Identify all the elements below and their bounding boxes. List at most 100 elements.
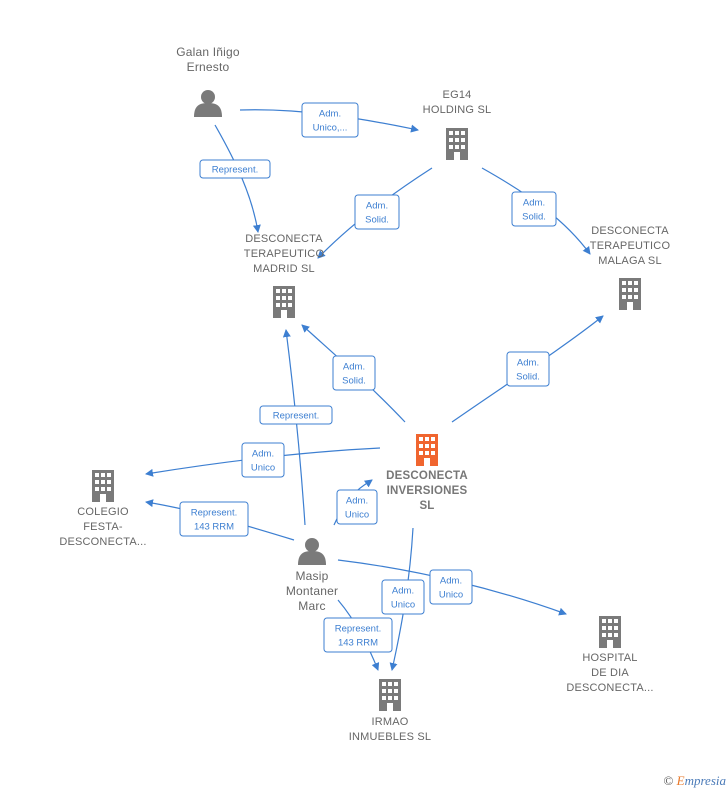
edge-label-text: Adm. [440, 576, 462, 587]
edge-label[interactable]: Adm. Unico,... [301, 102, 359, 138]
node-malaga[interactable]: DESCONECTA TERAPEUTICO MALAGA SL [590, 225, 671, 310]
edge-label[interactable]: Adm. Unico [336, 489, 378, 525]
node-label: MALAGA SL [598, 255, 662, 267]
focus-building-icon [416, 434, 438, 466]
edges-layer: Adm. Unico,... Represent. Adm. Solid. Adm. Sol… [145, 102, 604, 671]
building-icon [273, 286, 295, 318]
edge-masip-hospital: Adm. Unico [337, 559, 567, 616]
edge-label-text: Represent. [273, 411, 319, 422]
edge-galan-madrid: Represent. [199, 124, 271, 233]
node-label: DE DIA [591, 667, 629, 679]
edge-label[interactable]: Adm.Unico [429, 569, 473, 605]
node-label: EG14 [443, 89, 472, 101]
edge-label[interactable]: Adm. Unico [381, 579, 425, 615]
edge-label-text: Adm. [392, 586, 414, 597]
person-icon [194, 90, 222, 117]
edge-label[interactable]: Represent. 143 RRM [179, 501, 249, 537]
edge-label-text: Adm. [343, 362, 365, 373]
edge-masip-madrid: Represent. [259, 329, 333, 526]
edge-label-text: Unico,... [313, 123, 348, 134]
edge-label-text: Solid. [516, 372, 540, 383]
node-label: SL [419, 500, 434, 512]
edge-label-text: 143 RRM [194, 522, 234, 533]
edge-label[interactable]: Adm. Solid. [332, 355, 376, 391]
brand-logo-first: E [676, 773, 685, 788]
node-label: Masip [295, 569, 328, 583]
edge-label-text: Represent. [335, 624, 381, 635]
edge-label-text: Represent. [191, 508, 237, 519]
edge-masip-colegio: Represent. 143 RRM [145, 499, 295, 541]
edge-label[interactable]: Adm.Solid. [354, 194, 400, 230]
edge-masip-inv: Adm. Unico [333, 479, 378, 526]
node-label: Montaner [286, 584, 338, 598]
edge-label-text: Unico [391, 600, 415, 611]
edge-inv-colegio: Adm. Unico [145, 442, 381, 478]
edge-label-box [241, 442, 285, 478]
edge-label-box [199, 159, 271, 179]
node-label: INVERSIONES [387, 485, 468, 497]
node-colegio[interactable]: COLEGIO FESTA- DESCONECTA... [59, 470, 146, 548]
edge-label[interactable]: Adm. Unico [241, 442, 285, 478]
edge-label-box [506, 351, 550, 387]
edge-label[interactable]: Represent. 143 RRM [323, 617, 393, 653]
node-label: DESCONECTA [591, 225, 669, 237]
node-label: TERAPEUTICO [244, 248, 325, 260]
edge-label-box [332, 355, 376, 391]
node-label: COLEGIO [77, 506, 129, 518]
edge-label-text: Unico [251, 463, 275, 474]
node-label: MADRID SL [253, 263, 315, 275]
edge-label-text: Unico [345, 510, 369, 521]
node-label: DESCONECTA... [59, 536, 146, 548]
building-icon [92, 470, 114, 502]
edge-inv-madrid: Adm. Solid. [301, 324, 406, 423]
node-label: TERAPEUTICO [590, 240, 671, 252]
edge-label-text: Represent. [212, 165, 258, 176]
edge-label-box [511, 191, 557, 227]
edge-inv-irmao: Adm. Unico [381, 527, 425, 671]
brand-logo-rest: mpresia [684, 773, 726, 788]
edge-label-text: Solid. [342, 376, 366, 387]
building-icon [599, 616, 621, 648]
edge-line [282, 329, 306, 526]
node-label: HOLDING SL [423, 104, 492, 116]
building-icon [619, 278, 641, 310]
edge-label-box [323, 617, 393, 653]
node-inversiones[interactable]: DESCONECTA INVERSIONES SL [386, 434, 468, 512]
edge-label[interactable]: Represent. [199, 159, 271, 179]
edge-inv-malaga: Adm. Solid. [451, 315, 604, 423]
edge-label-text: Adm. [523, 198, 545, 209]
edge-label-text: 143 RRM [338, 638, 378, 649]
edge-label-box [429, 569, 473, 605]
node-label: FESTA- [83, 521, 123, 533]
edge-label-text: Solid. [365, 215, 389, 226]
edge-label[interactable]: Adm.Solid. [511, 191, 557, 227]
building-icon [379, 679, 401, 711]
edge-label-box [179, 501, 249, 537]
edge-label-text: Adm. [319, 109, 341, 120]
edge-label-box [381, 579, 425, 615]
edge-masip-irmao: Represent. 143 RRM [323, 599, 393, 671]
node-label: DESCONECTA... [566, 682, 653, 694]
node-label: DESCONECTA [386, 470, 468, 482]
edge-label[interactable]: Represent. [259, 405, 333, 425]
edge-galan-eg14: Adm. Unico,... [239, 102, 419, 138]
node-label: Galan Iñigo [176, 45, 240, 59]
edge-label[interactable]: Adm. Solid. [506, 351, 550, 387]
edge-label-text: Adm. [517, 358, 539, 369]
node-label: IRMAO [371, 716, 408, 728]
edge-label-box [336, 489, 378, 525]
edge-label-box [301, 102, 359, 138]
building-icon [446, 128, 468, 160]
edge-label-text: Adm. [252, 449, 274, 460]
edge-label-text: Adm. [346, 496, 368, 507]
person-icon [298, 538, 326, 565]
edge-eg14-madrid: Adm.Solid. [317, 167, 433, 259]
